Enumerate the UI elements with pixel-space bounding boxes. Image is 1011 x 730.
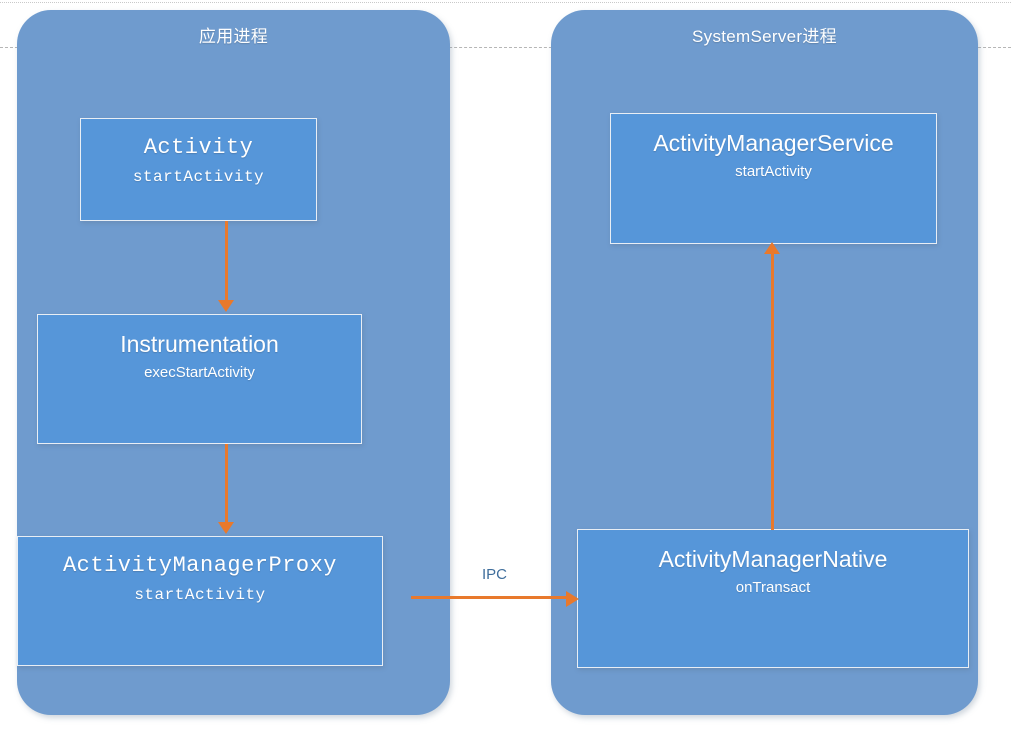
node-instrumentation-title: Instrumentation bbox=[120, 331, 279, 357]
node-activity-manager-proxy-title: ActivityManagerProxy bbox=[62, 553, 338, 578]
node-activity-manager-service-method: startActivity bbox=[735, 163, 812, 180]
node-activity-method: startActivity bbox=[132, 168, 265, 186]
horizontal-dashed-guide-line bbox=[0, 47, 1011, 48]
node-activity-manager-proxy[interactable]: ActivityManagerProxy startActivity bbox=[17, 536, 383, 666]
node-activity-manager-proxy-method: startActivity bbox=[134, 586, 266, 604]
edge-label-ipc: IPC bbox=[482, 566, 508, 583]
arrow-proxy-to-native-line bbox=[411, 596, 568, 599]
panel-system-server-process: SystemServer进程 ActivityManagerService st… bbox=[551, 10, 978, 715]
panel-app-process-title: 应用进程 bbox=[198, 27, 269, 46]
panel-system-server-process-title: SystemServer进程 bbox=[692, 27, 837, 46]
arrow-proxy-to-native-head-icon bbox=[566, 591, 579, 607]
node-activity-manager-native[interactable]: ActivityManagerNative onTransact bbox=[577, 529, 969, 668]
arrow-native-to-service-line bbox=[771, 252, 774, 530]
arrow-instrumentation-to-proxy-head-icon bbox=[218, 522, 234, 534]
node-activity[interactable]: Activity startActivity bbox=[80, 118, 317, 221]
panel-app-process: 应用进程 Activity startActivity Instrumentat… bbox=[17, 10, 450, 715]
arrow-activity-to-instrumentation-line bbox=[225, 221, 228, 302]
node-instrumentation[interactable]: Instrumentation execStartActivity bbox=[37, 314, 362, 444]
arrow-activity-to-instrumentation-head-icon bbox=[218, 300, 234, 312]
top-dotted-guide-line bbox=[0, 2, 1011, 3]
node-activity-title: Activity bbox=[143, 135, 254, 160]
node-activity-manager-service[interactable]: ActivityManagerService startActivity bbox=[610, 113, 937, 244]
arrow-instrumentation-to-proxy-line bbox=[225, 444, 228, 524]
node-activity-manager-native-title: ActivityManagerNative bbox=[658, 546, 888, 572]
arrow-native-to-service-head-icon bbox=[764, 242, 780, 254]
node-activity-manager-service-title: ActivityManagerService bbox=[653, 130, 894, 156]
node-instrumentation-method: execStartActivity bbox=[144, 364, 255, 381]
node-activity-manager-native-method: onTransact bbox=[735, 579, 811, 596]
